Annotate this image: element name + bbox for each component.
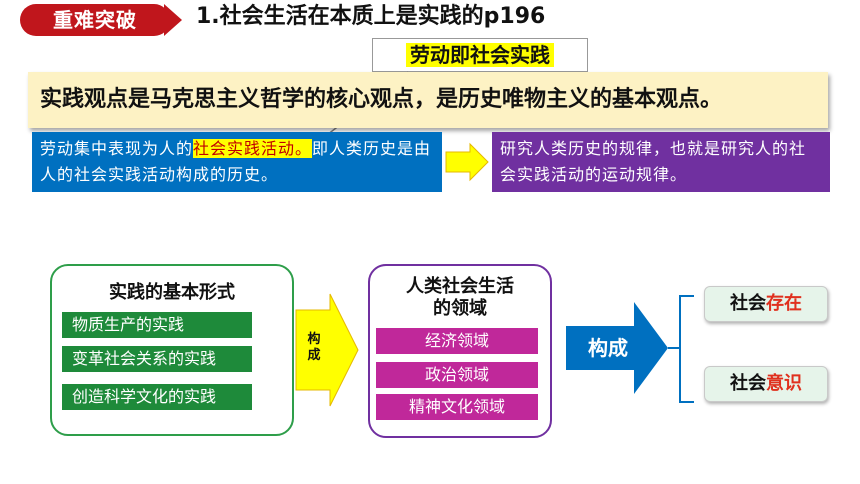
yellow-arrow-label: 构成 — [307, 332, 321, 363]
social-existence-prefix: 社会 — [730, 293, 766, 314]
labor-callout-text: 劳动即社会实践 — [406, 43, 554, 67]
practice-item: 创造科学文化的实践 — [62, 384, 252, 410]
social-consciousness-red: 意识 — [766, 373, 802, 394]
social-life-item: 政治领域 — [376, 362, 538, 388]
history-law-box: 研究人类历史的规律，也就是研究人的社会实践活动的运动规律。 — [492, 132, 830, 192]
social-life-title: 人类社会生活 的领域 — [368, 276, 552, 320]
social-existence-box: 社会存在 — [704, 286, 828, 322]
social-existence-red: 存在 — [766, 293, 802, 314]
blue-arrow-icon — [566, 302, 668, 394]
labor-explanation-prefix: 劳动集中表现为人的 — [40, 139, 194, 158]
social-life-title-line2: 的领域 — [433, 298, 487, 319]
labor-explanation-suffix: 即人类历史是由人的社会实践活动构成的历史。 — [40, 139, 432, 184]
labor-explanation-box: 劳动集中表现为人的社会实践活动。即人类历史是由人的社会实践活动构成的历史。 — [32, 132, 442, 192]
social-life-item: 精神文化领域 — [376, 394, 538, 420]
social-consciousness-prefix: 社会 — [730, 373, 766, 394]
labor-callout: 劳动即社会实践 — [372, 38, 588, 72]
labor-explanation-highlight: 社会实践活动。 — [193, 139, 313, 158]
slide-title: 1.社会生活在本质上是实践的p196 — [196, 4, 546, 29]
bracket-icon — [668, 295, 694, 403]
practice-item: 物质生产的实践 — [62, 312, 252, 338]
practice-item: 变革社会关系的实践 — [62, 346, 252, 372]
right-arrow-icon — [445, 142, 489, 182]
section-tag-tip — [164, 4, 182, 36]
core-view-banner: 实践观点是马克思主义哲学的核心观点，是历史唯物主义的基本观点。 — [28, 72, 828, 128]
practice-forms-title: 实践的基本形式 — [109, 282, 235, 303]
section-tag: 重难突破 — [20, 4, 170, 36]
social-consciousness-box: 社会意识 — [704, 366, 828, 402]
social-life-item: 经济领域 — [376, 328, 538, 354]
blue-arrow-label: 构成 — [588, 336, 628, 360]
yellow-arrow-icon — [295, 293, 359, 407]
social-life-title-line1: 人类社会生活 — [406, 276, 514, 297]
